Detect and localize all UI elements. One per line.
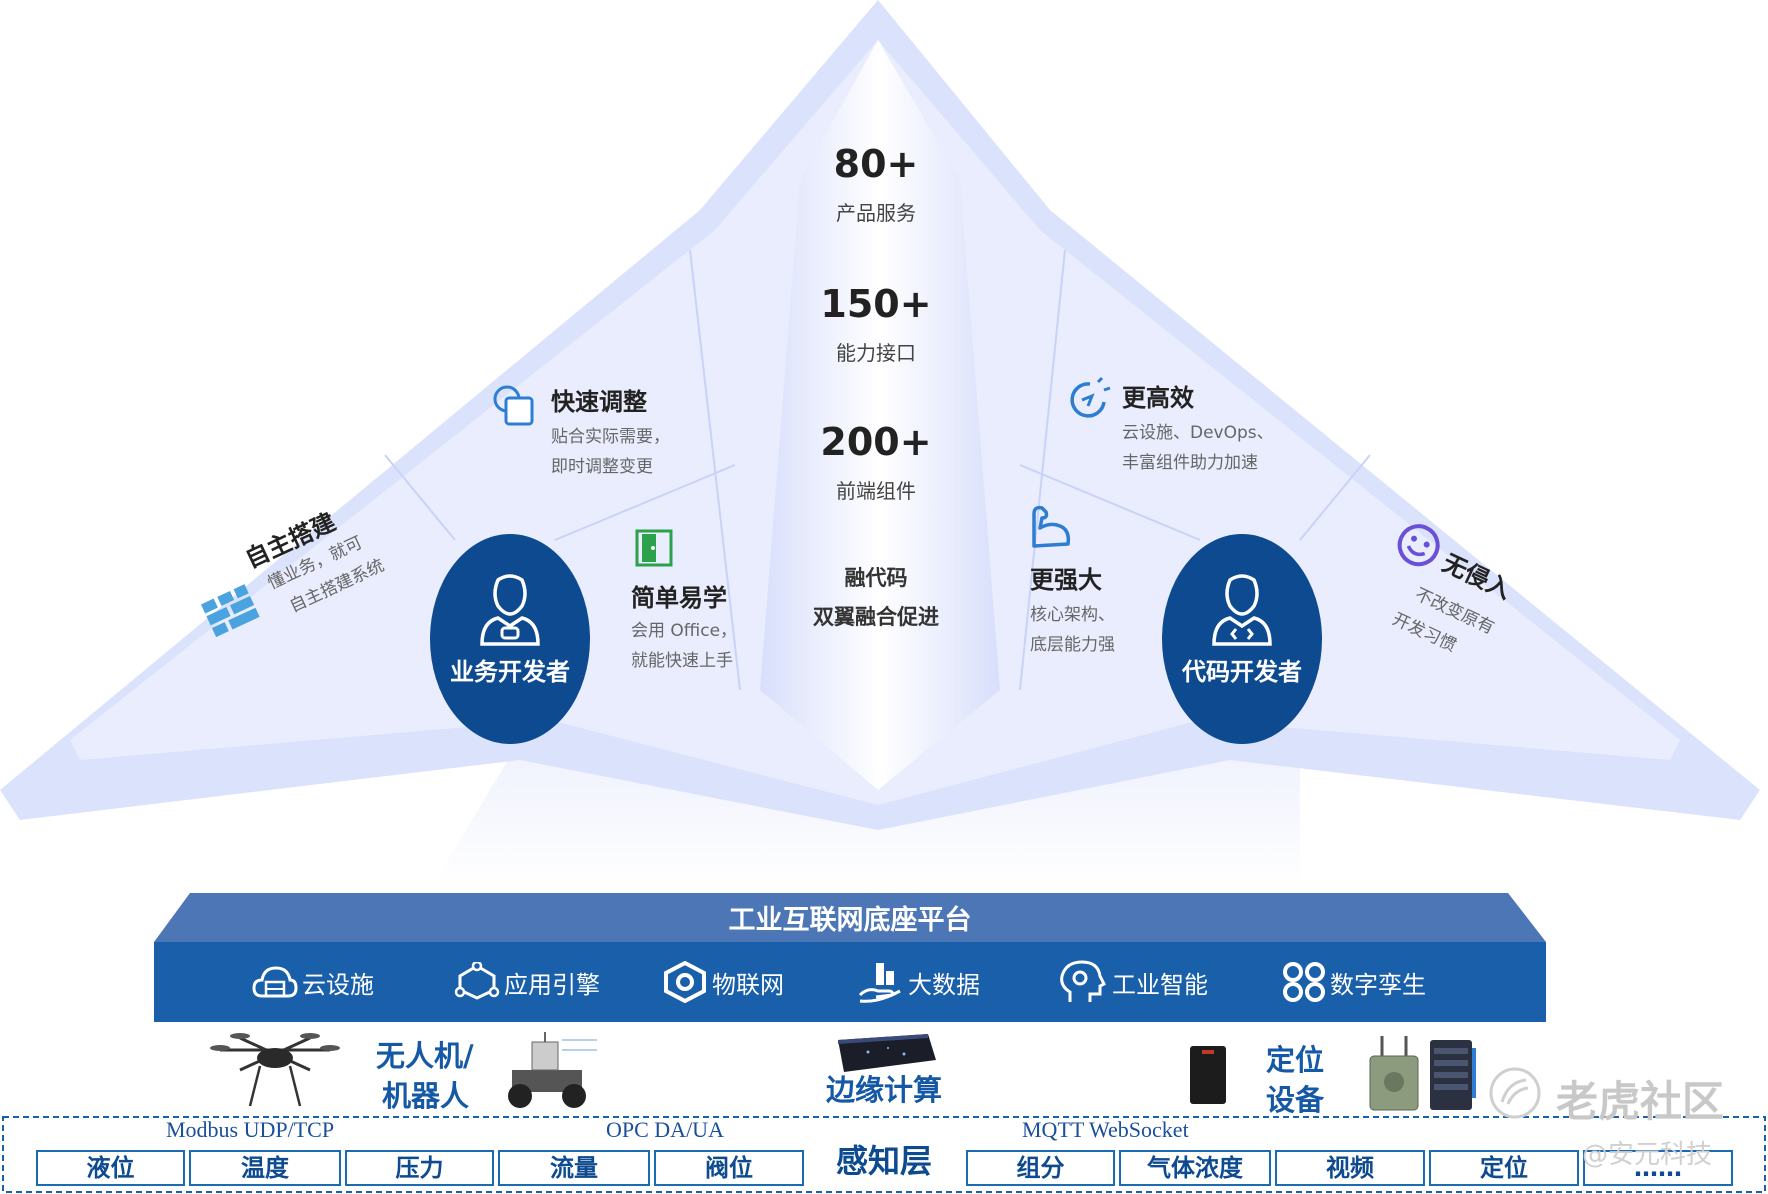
code-person-icon <box>1212 574 1272 646</box>
watermark-company: @安元科技 <box>1582 1140 1713 1170</box>
blocks-icon <box>200 584 260 638</box>
data-hand-icon <box>858 963 901 1003</box>
smiley-icon <box>1397 524 1440 567</box>
sense-layer-border <box>2 1116 1766 1193</box>
edge-computing-label: 边缘计算 <box>826 1073 943 1107</box>
protocol-modbus: Modbus UDP/TCP <box>166 1117 335 1142</box>
module-big-data: 大数据 <box>858 960 980 1004</box>
protocol-opc: OPC DA/UA <box>606 1117 724 1142</box>
watermark-community: 老虎社区 <box>1556 1077 1725 1126</box>
module-cloud: 云设施 <box>252 960 374 1004</box>
cloud-server-icon <box>252 966 298 998</box>
tiger-logo-icon <box>1489 1067 1541 1119</box>
sense-cell-pressure: 压力 <box>345 1150 494 1186</box>
quick-adjust-desc-2: 即时调整变更 <box>551 457 653 477</box>
server-image <box>1430 1040 1476 1110</box>
module-big-data-label: 大数据 <box>908 970 980 999</box>
drone-image <box>210 1033 340 1107</box>
module-cloud-label: 云设施 <box>302 970 374 999</box>
module-digital-twin: 数字孪生 <box>1282 960 1426 1004</box>
module-app-engine-label: 应用引擎 <box>504 970 600 999</box>
positioning-label-1: 定位 <box>1266 1043 1325 1077</box>
powerful-desc-2: 底层能力强 <box>1030 635 1115 655</box>
sense-cell-level: 液位 <box>36 1150 185 1186</box>
engine-network-icon <box>454 962 500 1000</box>
muscle-arm-icon <box>1032 505 1071 548</box>
business-person-icon <box>480 574 540 646</box>
sense-cell-location: 定位 <box>1429 1150 1579 1186</box>
code-developer-badge: 代码开发者 <box>1162 534 1322 744</box>
wing-center <box>760 40 1000 790</box>
module-iot-label: 物联网 <box>712 970 784 999</box>
stat-interfaces-label: 能力接口 <box>836 341 916 365</box>
stat-components-label: 前端组件 <box>836 479 916 503</box>
business-developer-badge: 业务开发者 <box>430 534 590 744</box>
drone-robot-label-2: 机器人 <box>382 1079 470 1113</box>
slogan-line-1: 融代码 <box>844 566 908 590</box>
protocol-mqtt-websocket: MQTT WebSocket <box>1022 1117 1189 1142</box>
easy-learn-title: 简单易学 <box>631 584 727 612</box>
overlap-squares-icon <box>493 385 534 426</box>
ai-head-icon <box>1060 960 1107 1002</box>
stat-interfaces-number: 150+ <box>820 282 932 326</box>
sense-cell-temperature: 温度 <box>189 1150 341 1186</box>
efficient-desc-1: 云设施、DevOps、 <box>1122 423 1274 443</box>
edge-device-image <box>838 1034 936 1072</box>
powerful-desc-1: 核心架构、 <box>1030 605 1115 625</box>
sense-cell-gas-concentration: 气体浓度 <box>1119 1150 1271 1186</box>
sense-layer-title: 感知层 <box>835 1142 932 1180</box>
platform-top <box>154 893 1546 942</box>
drone-robot-label-1: 无人机/ <box>376 1039 474 1073</box>
quick-adjust-desc-1: 贴合实际需要， <box>551 427 670 447</box>
sense-cell-valve: 阀位 <box>654 1150 804 1186</box>
module-industrial-ai: 工业智能 <box>1058 960 1208 1004</box>
sense-cell-component: 组分 <box>966 1150 1115 1186</box>
efficient-desc-2: 丰富组件助力加速 <box>1122 453 1258 473</box>
module-app-engine: 应用引擎 <box>454 960 600 1004</box>
speed-gauge-icon <box>1070 376 1111 418</box>
slogan-line-2: 双翼融合促进 <box>813 605 939 629</box>
quick-adjust-title: 快速调整 <box>551 388 647 416</box>
powerful-title: 更强大 <box>1030 566 1102 594</box>
business-developer-label: 业务开发者 <box>450 658 570 686</box>
platform-title: 工业互联网底座平台 <box>728 905 972 936</box>
efficient-title: 更高效 <box>1122 384 1194 412</box>
locator-tag-image <box>1190 1046 1226 1104</box>
easy-learn-desc-2: 就能快速上手 <box>631 651 733 671</box>
module-industrial-ai-label: 工业智能 <box>1112 970 1208 999</box>
sense-cell-more: …… <box>1583 1150 1733 1186</box>
stat-products-label: 产品服务 <box>836 201 916 225</box>
platform-body <box>154 942 1546 1022</box>
module-digital-twin-label: 数字孪生 <box>1330 970 1426 999</box>
sense-cell-video: 视频 <box>1275 1150 1425 1186</box>
robot-image <box>508 1032 597 1108</box>
easy-learn-desc-1: 会用 Office， <box>631 621 738 641</box>
code-developer-label: 代码开发者 <box>1182 658 1302 686</box>
sense-cell-flow: 流量 <box>498 1150 650 1186</box>
module-iot: 物联网 <box>662 960 784 1004</box>
door-icon <box>635 529 673 567</box>
iot-hexagon-icon <box>664 961 706 1003</box>
positioning-label-2: 设备 <box>1266 1083 1325 1117</box>
stat-components-number: 200+ <box>820 420 932 464</box>
twin-rings-icon <box>1283 962 1325 1002</box>
stat-products-number: 80+ <box>833 142 919 186</box>
gateway-device-image <box>1369 1036 1419 1111</box>
